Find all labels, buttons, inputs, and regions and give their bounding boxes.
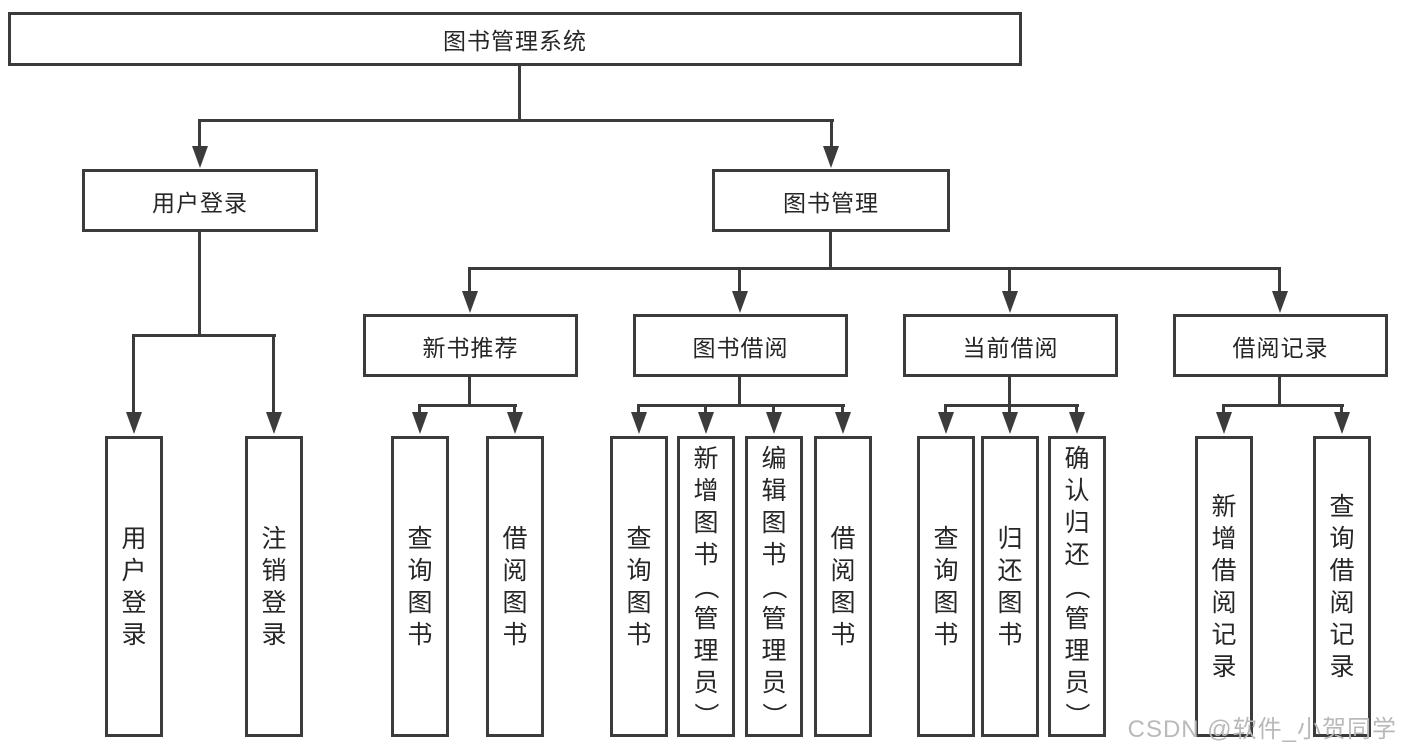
leaf-label: 查询图书 (933, 524, 959, 649)
leaf-logout: 注销登录 (245, 436, 303, 737)
leaf-confirm-return-admin: 确认归还（管理员） (1048, 436, 1106, 737)
leaf-borrow-books-borrowing: 借阅图书 (814, 436, 872, 737)
connector-to-leaf (418, 404, 421, 414)
arrow-down-icon (1334, 412, 1350, 434)
leaf-label: 用户登录 (121, 524, 147, 649)
node-library-management-system: 图书管理系统 (8, 12, 1022, 66)
connector-to-leaf (1075, 404, 1078, 414)
connector-book-management-stub (829, 232, 832, 270)
connector-to-leaf (1340, 404, 1343, 414)
connector-to-level2 (738, 267, 741, 292)
leaf-label: 查询图书 (407, 524, 433, 649)
leaf-label: 查询图书 (626, 524, 652, 649)
leaf-query-borrow-record: 查询借阅记录 (1313, 436, 1371, 737)
node-new-book-recommendation: 新书推荐 (363, 314, 578, 377)
arrow-down-icon (266, 412, 282, 434)
leaf-label: 注销登录 (261, 524, 287, 649)
leaf-label: 借阅图书 (830, 524, 856, 649)
node-book-management: 图书管理 (712, 169, 950, 232)
leaf-label: 归还图书 (997, 524, 1023, 649)
connector-bar (637, 404, 845, 407)
connector-bar (1222, 404, 1344, 407)
connector-root-bar (198, 119, 834, 122)
arrow-down-icon (507, 412, 523, 434)
arrow-down-icon (1272, 291, 1288, 313)
leaf-label: 借阅图书 (502, 524, 528, 649)
leaf-add-book-admin: 新增图书（管理员） (677, 436, 735, 737)
connector-to-leaf (772, 404, 775, 414)
connector-to-leaf (637, 404, 640, 414)
arrow-down-icon (462, 291, 478, 313)
arrow-down-icon (192, 146, 208, 168)
connector-to-user-login (198, 119, 201, 148)
arrow-down-icon (766, 412, 782, 434)
connector-level2-bar (468, 267, 1281, 270)
leaf-query-books-borrowing: 查询图书 (610, 436, 668, 737)
leaf-label: 新增图书（管理员） (691, 444, 720, 728)
connector-to-level2 (1008, 267, 1011, 292)
connector-stub (468, 377, 471, 407)
connector-stub (738, 377, 741, 407)
connector-to-leaf (513, 404, 516, 414)
connector-user-login-stub (198, 232, 201, 337)
leaf-label: 编辑图书（管理员） (759, 444, 788, 728)
connector-root-trunk (518, 66, 521, 121)
leaf-query-books-recommend: 查询图书 (391, 436, 449, 737)
connector-to-leaf (704, 404, 707, 414)
leaf-label: 确认归还（管理员） (1062, 444, 1091, 728)
csdn-watermark: CSDN @软件_小贺同学 (1127, 716, 1397, 743)
leaf-query-books-current: 查询图书 (917, 436, 975, 737)
connector-to-leaf (1222, 404, 1225, 414)
arrow-down-icon (1069, 412, 1085, 434)
leaf-return-books: 归还图书 (981, 436, 1039, 737)
arrow-down-icon (631, 412, 647, 434)
arrow-down-icon (1002, 412, 1018, 434)
leaf-add-borrow-record: 新增借阅记录 (1195, 436, 1253, 737)
arrow-down-icon (1002, 291, 1018, 313)
connector-bar (944, 404, 1079, 407)
leaf-edit-book-admin: 编辑图书（管理员） (745, 436, 803, 737)
leaf-borrow-books-recommend: 借阅图书 (486, 436, 544, 737)
connector-to-leaf (841, 404, 844, 414)
connector-bar (418, 404, 517, 407)
connector-to-leaf (944, 404, 947, 414)
connector-to-leaf (132, 334, 135, 414)
node-book-borrowing: 图书借阅 (633, 314, 848, 377)
leaf-label: 新增借阅记录 (1211, 492, 1237, 681)
node-borrowing-records: 借阅记录 (1173, 314, 1388, 377)
arrow-down-icon (938, 412, 954, 434)
connector-to-leaf (1008, 404, 1011, 414)
leaf-user-login: 用户登录 (105, 436, 163, 737)
leaf-label: 查询借阅记录 (1329, 492, 1355, 681)
arrow-down-icon (1216, 412, 1232, 434)
connector-user-login-bar (132, 334, 276, 337)
arrow-down-icon (823, 146, 839, 168)
arrow-down-icon (732, 291, 748, 313)
arrow-down-icon (412, 412, 428, 434)
arrow-down-icon (126, 412, 142, 434)
arrow-down-icon (698, 412, 714, 434)
connector-stub (1008, 377, 1011, 407)
connector-to-level2 (468, 267, 471, 292)
connector-to-level2 (1278, 267, 1281, 292)
arrow-down-icon (835, 412, 851, 434)
node-current-borrowing: 当前借阅 (903, 314, 1118, 377)
node-user-login: 用户登录 (82, 169, 318, 232)
connector-to-leaf (272, 334, 275, 414)
connector-stub (1278, 377, 1281, 407)
connector-to-book-management (830, 119, 833, 148)
